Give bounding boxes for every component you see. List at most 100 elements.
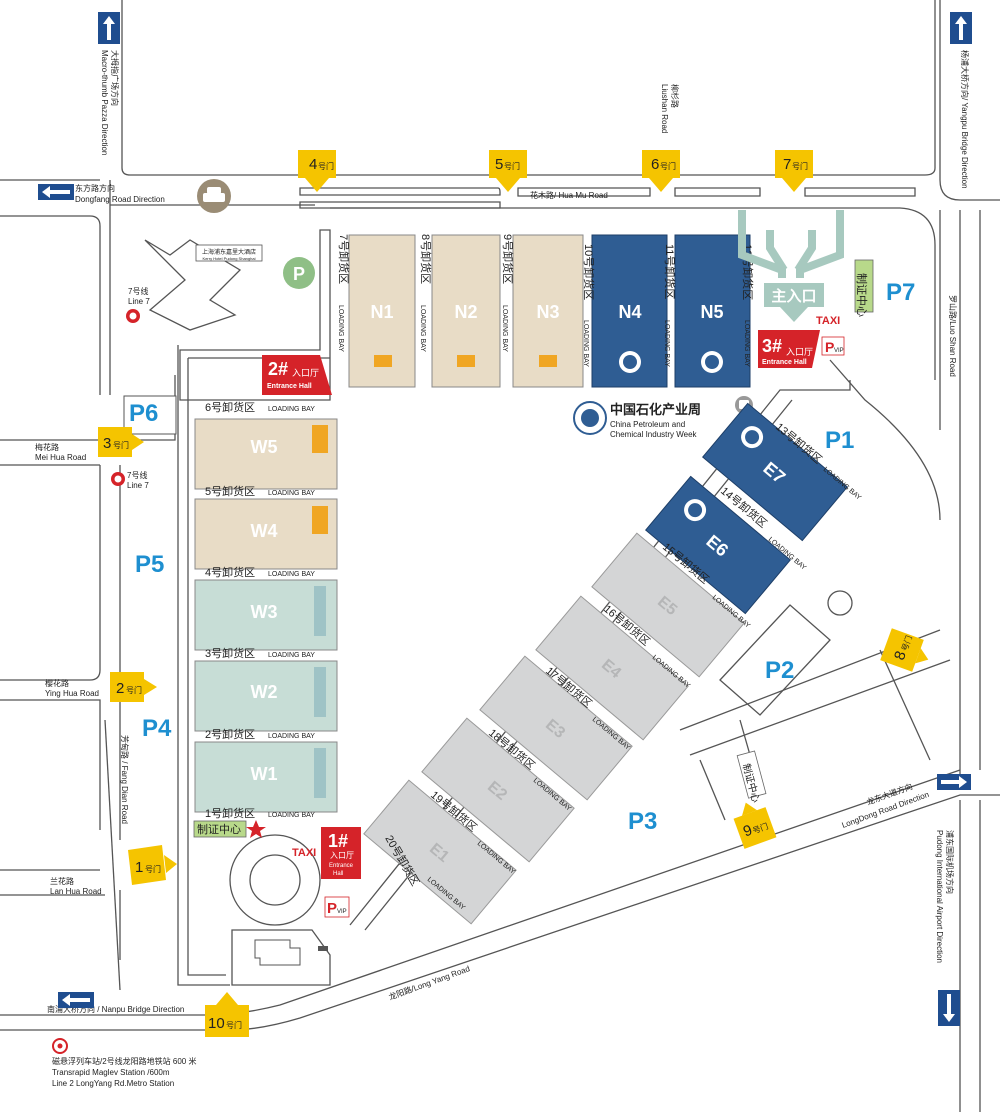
liushan-road-cn: 柳杉路 xyxy=(670,84,680,108)
gate-3-suffix: 号门 xyxy=(113,440,129,450)
gate-1-suffix: 号门 xyxy=(145,864,161,874)
vip-parking-east: P VIP xyxy=(821,336,845,356)
ase-logo-icon xyxy=(314,748,326,798)
parking-areas: P6 P1 P2 P3 P4 P5 P7 xyxy=(123,279,915,835)
main-entrance-box[interactable] xyxy=(764,283,824,307)
hall-E6[interactable] xyxy=(645,475,791,615)
entrance-1-number: 1# xyxy=(328,831,348,851)
expo-logo-icon xyxy=(312,425,328,453)
hall-E5[interactable] xyxy=(591,532,745,678)
long-yang-road-label: 龙阳路/Long Yang Road xyxy=(387,963,471,1002)
gate-5-num: 5 xyxy=(495,156,503,173)
luo-shan-road-label: 罗山路/Luo Shan Road xyxy=(948,295,958,377)
gate-3[interactable]: 3 号门 xyxy=(98,427,144,457)
legend-line1: 磁悬浮列车站/2号线龙阳路地铁站 600 米 xyxy=(52,1056,196,1066)
metro-line7-top: 7号线 Line 7 xyxy=(126,286,150,323)
legend-line2: Transrapid Maglev Station /600m xyxy=(52,1068,170,1077)
parking-P1[interactable]: P1 xyxy=(825,427,854,454)
loading-bay-9: 9号卸货区 xyxy=(501,234,515,284)
metro-line7-left: 7号线 Line 7 xyxy=(111,470,149,490)
loading-bay-en: LOADING BAY xyxy=(582,320,589,367)
gate-2[interactable]: 2 号门 xyxy=(110,672,157,702)
star-icon xyxy=(246,820,266,838)
hall-W4-label: W4 xyxy=(251,521,278,541)
north-halls: N1 N2 N3 N4 N5 7号卸货区 LOADING BAY 8号卸货区 L… xyxy=(337,234,755,388)
hall-N1-label: N1 xyxy=(370,302,393,322)
gate-5[interactable]: 5 号门 xyxy=(489,150,527,192)
hall-W5[interactable] xyxy=(194,418,338,490)
entrance-hall-1[interactable]: 1# 入口厅 Entrance Hall xyxy=(321,827,361,879)
entrance-3-cn: 入口厅 xyxy=(786,347,813,357)
parking-icon: P xyxy=(283,257,315,289)
ase-logo-icon xyxy=(314,586,326,636)
entrance-hall-3[interactable]: 3# 入口厅 Entrance Hall xyxy=(758,330,820,368)
loading-bay-10: 10号卸货区 xyxy=(582,244,596,300)
expo-logo-icon xyxy=(539,355,557,367)
macro-thumb-cn: 大拇指广场方向 xyxy=(110,50,120,106)
gate-4[interactable]: 4 号门 xyxy=(298,150,336,192)
pudong-airport-en: Pudong International Airport Direction xyxy=(935,830,944,963)
hotel-name-cn: 上海浦东嘉里大酒店 xyxy=(202,248,256,256)
ciiw-name-en2: Chemical Industry Week xyxy=(610,430,698,439)
loading-bay-5: 5号卸货区 xyxy=(205,484,255,498)
hall-E2[interactable] xyxy=(421,717,575,863)
cert-center-north[interactable]: 制证中心 xyxy=(854,259,874,317)
pudong-airport-cn: 浦东国际机场方向 xyxy=(945,830,955,894)
bottom-buildings xyxy=(254,939,328,966)
hall-N2-label: N2 xyxy=(454,302,477,322)
entrance-hall-2[interactable]: 2# 入口厅 Entrance Hall xyxy=(262,355,332,395)
loading-bay-en: LOADING BAY xyxy=(743,320,750,367)
parking-P4[interactable]: P4 xyxy=(142,715,172,742)
dongfang-road-en: Dongfang Road Direction xyxy=(75,195,165,204)
taxi-label-east: TAXI xyxy=(816,315,840,327)
parking-P6[interactable]: P6 xyxy=(129,400,158,427)
loading-bay-en: LOADING BAY xyxy=(268,490,315,497)
metro-line7-en: Line 7 xyxy=(127,481,149,490)
entrance-3-en: Entrance Hall xyxy=(762,359,807,366)
cert-center-west[interactable]: 制证中心 xyxy=(193,820,266,838)
hall-E4[interactable] xyxy=(535,595,689,741)
cert-center-east[interactable]: 制证中心 xyxy=(736,750,767,804)
vip-p: P xyxy=(327,900,337,917)
ase-logo-icon xyxy=(314,667,326,717)
gate-8[interactable]: 8 号门 xyxy=(880,628,934,675)
taxi-label-west: TAXI xyxy=(292,847,316,859)
entrance-2-en: Entrance Hall xyxy=(267,383,312,390)
nanpu-road-label: 南浦大桥方向 / Nanpu Bridge Direction xyxy=(47,1004,184,1014)
vip-text: VIP xyxy=(337,909,347,915)
hall-W2[interactable] xyxy=(194,660,338,732)
hall-W1[interactable] xyxy=(194,741,338,813)
gate-9[interactable]: 9 号门 xyxy=(730,797,777,849)
hall-W3-label: W3 xyxy=(251,602,278,622)
parking-P3[interactable]: P3 xyxy=(628,808,657,835)
fang-dian-road-label: 芳甸路 / Fang Dian Road xyxy=(120,735,130,824)
hall-E1[interactable] xyxy=(363,779,517,925)
loading-bay-en: LOADING BAY xyxy=(268,652,315,659)
gate-1[interactable]: 1 号门 xyxy=(128,845,177,885)
gate-7[interactable]: 7 号门 xyxy=(775,150,813,192)
hall-N4-label: N4 xyxy=(618,302,641,322)
loading-bay-1: 1号卸货区 xyxy=(205,806,255,820)
ciif-logo-icon xyxy=(701,351,723,373)
parking-P5[interactable]: P5 xyxy=(135,551,164,578)
gate-4-suffix: 号门 xyxy=(318,161,334,171)
ciif-logo-icon xyxy=(619,351,641,373)
main-entrance-label: 主入口 xyxy=(771,287,816,305)
mei-hua-road-cn: 梅花路 xyxy=(35,442,59,452)
taxi-stand-icon xyxy=(197,179,231,213)
hall-W3[interactable] xyxy=(194,579,338,651)
hua-mu-road-label: 花木路/ Hua Mu Road xyxy=(530,190,608,200)
gate-10[interactable]: 10 号门 xyxy=(205,992,249,1037)
hall-E3[interactable] xyxy=(479,655,633,801)
expo-logo-icon xyxy=(312,506,328,534)
loading-bay-en: LOADING BAY xyxy=(268,733,315,740)
parking-P7[interactable]: P7 xyxy=(886,279,915,306)
hall-E7[interactable] xyxy=(702,402,848,542)
gate-6[interactable]: 6 号门 xyxy=(642,150,680,192)
gate-10-num: 10 xyxy=(208,1015,225,1032)
gate-2-suffix: 号门 xyxy=(126,685,142,695)
expo-logo-icon xyxy=(457,355,475,367)
parking-P2[interactable]: P2 xyxy=(765,657,794,684)
hotel-sign: 上海浦东嘉里大酒店 Kerry Hotel Pudong Shanghai xyxy=(195,244,263,262)
